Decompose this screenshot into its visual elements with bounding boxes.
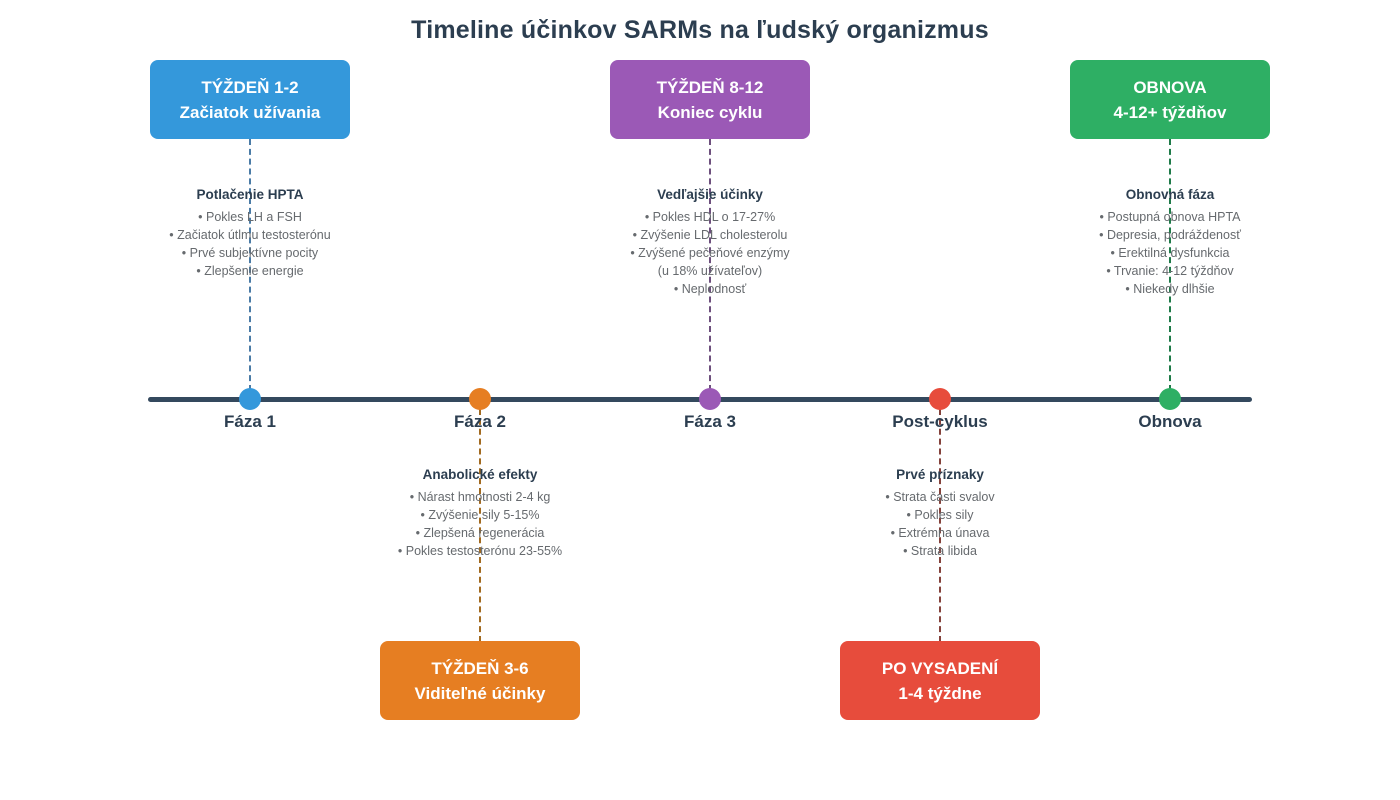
phase-group-faza-3: TÝŽDEŇ 8-12 Koniec cyklu Vedľajšie účink… bbox=[570, 0, 850, 800]
timeline-dot bbox=[929, 388, 951, 410]
phase-detail-line: • Depresia, podráždenosť bbox=[1099, 228, 1241, 242]
phase-detail-heading: Anabolické efekty bbox=[422, 467, 538, 482]
phase-box-line1: PO VYSADENÍ bbox=[881, 659, 999, 678]
phase-detail-line: • Strata časti svalov bbox=[885, 490, 995, 504]
phase-detail-block: Vedľajšie účinky • Pokles HDL o 17-27% •… bbox=[570, 186, 850, 298]
phase-detail-line: • Postupná obnova HPTA bbox=[1099, 210, 1241, 224]
phase-detail-heading: Prvé príznaky bbox=[896, 467, 984, 482]
phase-week-box: TÝŽDEŇ 1-2 Začiatok užívania bbox=[150, 60, 350, 139]
phase-detail-heading: Vedľajšie účinky bbox=[657, 187, 763, 202]
phase-detail-line: (u 18% užívateľov) bbox=[657, 264, 763, 278]
phase-detail-line: • Zlepšenie energie bbox=[196, 264, 304, 278]
phase-detail-block: Prvé príznaky • Strata časti svalov • Po… bbox=[800, 466, 1080, 560]
phase-box-line1: TÝŽDEŇ 3-6 bbox=[431, 659, 529, 678]
phase-week-box: OBNOVA 4-12+ týždňov bbox=[1070, 60, 1270, 139]
phase-box-line2: Viditeľné účinky bbox=[414, 684, 546, 703]
phase-detail-block: Potlačenie HPTA • Pokles LH a FSH • Zači… bbox=[110, 186, 390, 280]
phase-detail-line: • Trvanie: 4-12 týždňov bbox=[1106, 264, 1234, 278]
phase-label: Fáza 1 bbox=[224, 412, 276, 431]
phase-group-post-cyklus: PO VYSADENÍ 1-4 týždne Prvé príznaky • S… bbox=[800, 0, 1080, 800]
phase-detail-line: • Pokles HDL o 17-27% bbox=[644, 210, 776, 224]
phase-box-line1: TÝŽDEŇ 8-12 bbox=[656, 78, 764, 97]
phase-box-line2: Začiatok užívania bbox=[179, 103, 321, 122]
phase-detail-heading: Potlačenie HPTA bbox=[196, 187, 304, 202]
timeline-dot bbox=[469, 388, 491, 410]
phase-box-line2: 1-4 týždne bbox=[898, 684, 982, 703]
phase-connector-dashed-line bbox=[939, 409, 941, 642]
phase-detail-line: • Zvýšenie LDL cholesterolu bbox=[632, 228, 788, 242]
phase-detail-line: • Prvé subjektívne pocity bbox=[181, 246, 319, 260]
phase-label: Obnova bbox=[1138, 412, 1202, 431]
phase-label: Post-cyklus bbox=[892, 412, 988, 431]
phase-connector-dashed-line bbox=[249, 139, 251, 391]
phase-detail-line: • Pokles testosterónu 23-55% bbox=[397, 544, 563, 558]
phase-detail-block: Anabolické efekty • Nárast hmotnosti 2-4… bbox=[340, 466, 620, 560]
phase-connector-dashed-line bbox=[1169, 139, 1171, 391]
phase-detail-heading: Obnovná fáza bbox=[1125, 187, 1215, 202]
phase-group-obnova: OBNOVA 4-12+ týždňov Obnovná fáza • Post… bbox=[1030, 0, 1310, 800]
phase-detail-line: • Erektilná dysfunkcia bbox=[1110, 246, 1230, 260]
timeline-dot bbox=[699, 388, 721, 410]
phase-detail-line: • Pokles sily bbox=[906, 508, 974, 522]
phase-detail-line: • Zlepšená regenerácia bbox=[415, 526, 545, 540]
phase-detail-line: • Extrémna únava bbox=[890, 526, 990, 540]
phase-connector-dashed-line bbox=[479, 409, 481, 642]
phase-connector-dashed-line bbox=[709, 139, 711, 391]
phase-detail-line: • Začiatok útlmu testosterónu bbox=[169, 228, 331, 242]
phase-detail-line: • Nárast hmotnosti 2-4 kg bbox=[409, 490, 551, 504]
phase-group-faza-1: TÝŽDEŇ 1-2 Začiatok užívania Potlačenie … bbox=[110, 0, 390, 800]
phase-week-box: TÝŽDEŇ 3-6 Viditeľné účinky bbox=[380, 641, 580, 720]
phase-detail-block: Obnovná fáza • Postupná obnova HPTA • De… bbox=[1030, 186, 1310, 298]
phase-detail-line: • Niekedy dlhšie bbox=[1125, 282, 1215, 296]
phase-detail-line: • Zvýšené pečeňové enzýmy bbox=[630, 246, 790, 260]
phase-week-box: PO VYSADENÍ 1-4 týždne bbox=[840, 641, 1040, 720]
phase-detail-line: • Zvýšenie sily 5-15% bbox=[420, 508, 540, 522]
phase-detail-line: • Pokles LH a FSH bbox=[198, 210, 302, 224]
phase-label: Fáza 2 bbox=[454, 412, 506, 431]
timeline-dot bbox=[239, 388, 261, 410]
phase-group-faza-2: TÝŽDEŇ 3-6 Viditeľné účinky Anabolické e… bbox=[340, 0, 620, 800]
phase-box-line1: TÝŽDEŇ 1-2 bbox=[201, 78, 299, 97]
phase-detail-line: • Strata libida bbox=[903, 544, 977, 558]
phase-week-box: TÝŽDEŇ 8-12 Koniec cyklu bbox=[610, 60, 810, 139]
phase-box-line1: OBNOVA bbox=[1133, 78, 1207, 97]
phase-detail-line: • Neplodnosť bbox=[673, 282, 747, 296]
phase-box-line2: Koniec cyklu bbox=[657, 103, 763, 122]
phase-label: Fáza 3 bbox=[684, 412, 736, 431]
timeline-dot bbox=[1159, 388, 1181, 410]
phase-box-line2: 4-12+ týždňov bbox=[1113, 103, 1227, 122]
page-title: Timeline účinkov SARMs na ľudský organiz… bbox=[411, 16, 989, 44]
